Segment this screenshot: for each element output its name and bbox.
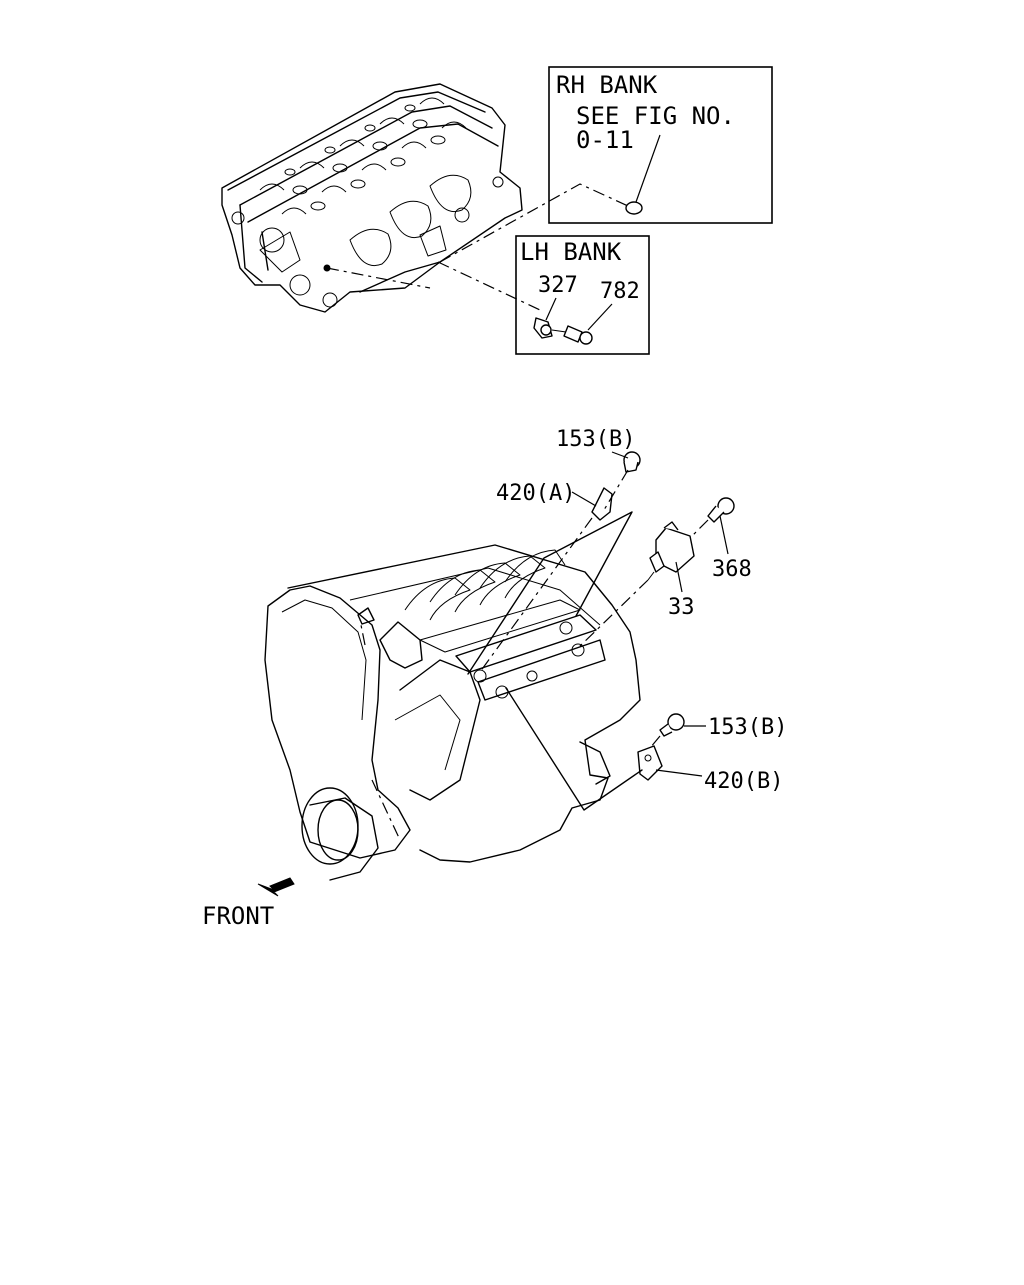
crank-pulley	[301, 787, 379, 881]
lh-bank-leader-line	[437, 261, 541, 311]
engine-illustration	[264, 544, 641, 881]
label-368: 368	[712, 557, 752, 582]
front-arrow-icon	[257, 877, 295, 897]
label-153b-lower: 153(B)	[708, 715, 787, 740]
part-782-bolt	[563, 325, 593, 345]
label-420a: 420(A)	[496, 481, 575, 506]
label-33: 33	[668, 595, 695, 620]
bolt-368	[707, 497, 735, 523]
ignition-coil-33	[647, 521, 695, 581]
rh-bank-see-fig: SEE FIG NO.	[576, 102, 735, 130]
bolt-153b-top	[623, 451, 641, 473]
bracket-420a	[467, 487, 633, 675]
part-782-label: 782	[600, 279, 640, 304]
rh-bank-title: RH BANK	[556, 71, 658, 99]
label-420b: 420(B)	[704, 769, 783, 794]
rh-bank-fig-number: 0-11	[576, 126, 634, 154]
rh-bank-sensor-part	[625, 201, 643, 215]
part-327-label: 327	[538, 273, 578, 298]
bolt-153b-lower	[659, 713, 685, 737]
head-sensor-leader	[326, 267, 431, 289]
rh-bank-callout: RH BANK SEE FIG NO. 0-11	[548, 66, 773, 224]
front-label: FRONT	[202, 902, 274, 930]
bracket-420b	[505, 687, 663, 811]
label-153b-top: 153(B)	[556, 427, 635, 452]
cylinder-head-illustration	[221, 83, 523, 313]
lh-bank-callout: LH BANK 327 782	[515, 235, 650, 355]
rh-bank-leader-line	[439, 183, 629, 263]
part-327-sensor	[533, 317, 567, 339]
lh-bank-title: LH BANK	[520, 238, 622, 266]
